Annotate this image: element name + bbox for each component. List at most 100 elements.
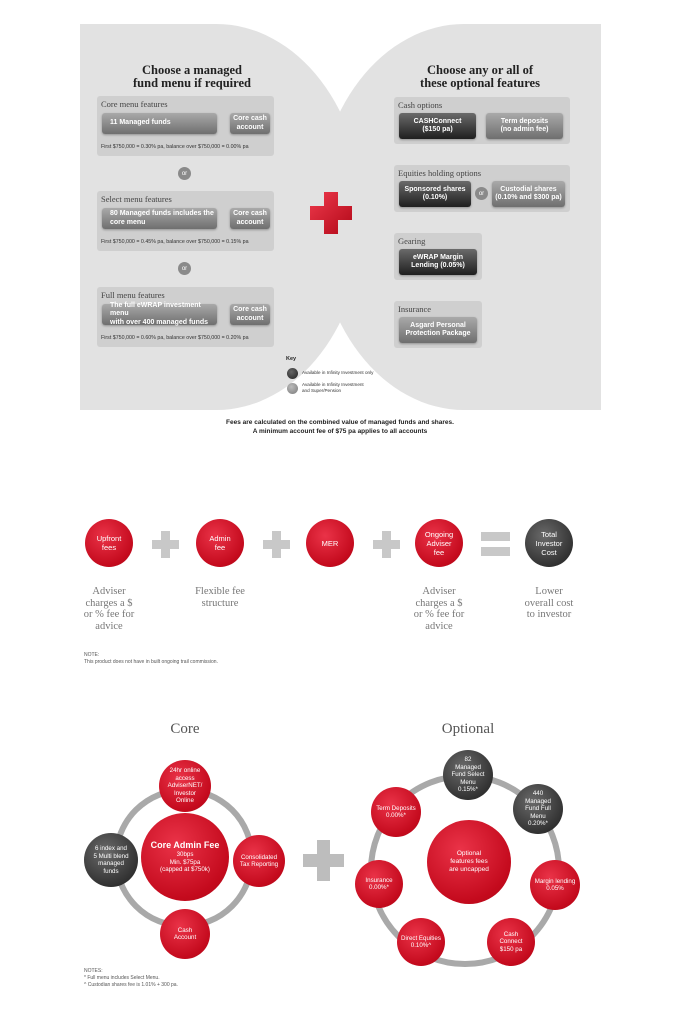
term-deposits-line2: (no admin fee) — [500, 126, 549, 133]
section3-notes: NOTES: * Full menu includes Select Menu.… — [84, 968, 178, 989]
select-node-line3: Fund Select — [451, 771, 485, 779]
full-button-line2: with over 400 managed funds — [110, 318, 209, 326]
full-menu-title: Full menu features — [101, 290, 165, 300]
select-cash-line2: account — [236, 218, 264, 226]
right-heading-line2: these optional features — [420, 76, 540, 90]
mer-label: MER — [321, 538, 339, 548]
select-node-line2: Managed — [455, 763, 481, 771]
protection-line2: Protection Package — [405, 330, 471, 337]
core-menu-panel: Core menu features 11 Managed funds Core… — [97, 96, 274, 156]
plus-icon-1 — [152, 531, 179, 558]
online-line3: AdviserNET/ — [167, 782, 203, 790]
total-line3: Cost — [541, 547, 557, 557]
key-grey-line1: Available in Infinity Investment — [302, 382, 364, 387]
sponsored-shares-button[interactable]: Sponsored shares(0.10%) — [399, 181, 471, 207]
cashconnect-button[interactable]: CASHConnect($150 pa) — [399, 113, 476, 139]
margin-node-line2: 0.05% — [546, 885, 564, 892]
admin-line2: fee — [214, 543, 226, 552]
key-title: Key — [286, 356, 297, 362]
equities-node-line1: Direct Equities — [401, 934, 441, 942]
sponsored-line1: Sponsored shares — [404, 185, 466, 193]
sponsored-line2: (0.10%) — [422, 194, 448, 201]
total-caption-line3: to investor — [526, 609, 572, 620]
equities-or-separator: or — [475, 187, 488, 200]
cash-options-panel: Cash options CASHConnect($150 pa) Term d… — [394, 97, 570, 144]
right-heading-line1: Choose any or all of — [426, 63, 534, 77]
section2-note: NOTE: This product does not have in buil… — [84, 652, 218, 666]
insurance-node-line1: Insurance — [365, 876, 393, 884]
insurance-title: Insurance — [398, 304, 432, 314]
full-fee-line: First $750,000 = 0.60% pa, balance over … — [101, 335, 249, 341]
custodial-line1: Custodial shares — [500, 185, 557, 193]
plus-icon-2 — [263, 531, 290, 558]
total-line2: Investor — [535, 538, 563, 548]
core-title: Core — [170, 721, 200, 737]
full-cash-line1: Core cash — [233, 306, 267, 313]
cashconnect-node-line2: Connect — [499, 938, 523, 946]
core-managed-funds-button[interactable]: 11 Managed funds — [102, 113, 217, 134]
key-dark-text: Available in Infinity Investment only — [302, 370, 374, 375]
cash-node-line1: Cash — [177, 926, 193, 934]
ongoing-caption-line1: Adviser — [422, 586, 456, 597]
section3-note-1: * Full menu includes Select Menu. — [84, 975, 160, 981]
online-line2: access — [175, 774, 195, 782]
term-deposits-button[interactable]: Term deposits(no admin fee) — [486, 113, 563, 139]
core-center-line2: 30bps — [176, 851, 194, 859]
core-center-line3: Min. $75pa — [169, 858, 201, 866]
full-node-line2: Managed — [525, 797, 551, 805]
section2-note-text: This product does not have in built ongo… — [84, 659, 218, 665]
core-managed-funds-label: 11 Managed funds — [110, 119, 171, 127]
section2-note-label: NOTE: — [84, 652, 100, 658]
select-node-line4: Menu — [460, 778, 476, 786]
funds-line3: managed — [98, 860, 124, 867]
section3-notes-label: NOTES: — [84, 968, 103, 974]
term-deposits-line1: Term deposits — [500, 117, 549, 125]
cashconnect-node-line1: Cash — [503, 930, 519, 938]
or-separator-1: or — [178, 167, 191, 180]
core-fee-line: First $750,000 = 0.30% pa, balance over … — [101, 144, 249, 150]
key-grey-text: Available in Infinity Investment and Sup… — [302, 382, 364, 394]
section3-note-2: ^ Custodian shares fee is 1.01% + 300 pa… — [84, 982, 178, 988]
custodial-shares-button[interactable]: Custodial shares(0.10% and $300 pa) — [492, 181, 565, 207]
optional-center-line2: features fees — [450, 858, 488, 865]
select-node-line1: 82 — [464, 756, 472, 764]
upfront-caption-line4: advice — [95, 620, 123, 632]
full-button-line1: The full eWRAP investment menu — [110, 301, 201, 318]
custodial-line2: (0.10% and $300 pa) — [495, 194, 562, 201]
cashconnect-node-line3: $150 pa — [499, 945, 523, 953]
fees-note-line1: Fees are calculated on the combined valu… — [226, 419, 454, 426]
total-caption-line1: Lower — [535, 586, 563, 597]
core-center-line4: (capped at $750k) — [160, 866, 210, 874]
margin-node-line1: Margin lending — [534, 877, 576, 885]
select-button-line1: 80 Managed funds includes the — [110, 210, 214, 217]
select-node-line5: 0.15%* — [458, 786, 478, 794]
section3-plus-icon — [303, 840, 344, 881]
term-node-line1: Term Deposits — [376, 804, 416, 812]
full-node-line5: 0.20%* — [528, 820, 548, 828]
